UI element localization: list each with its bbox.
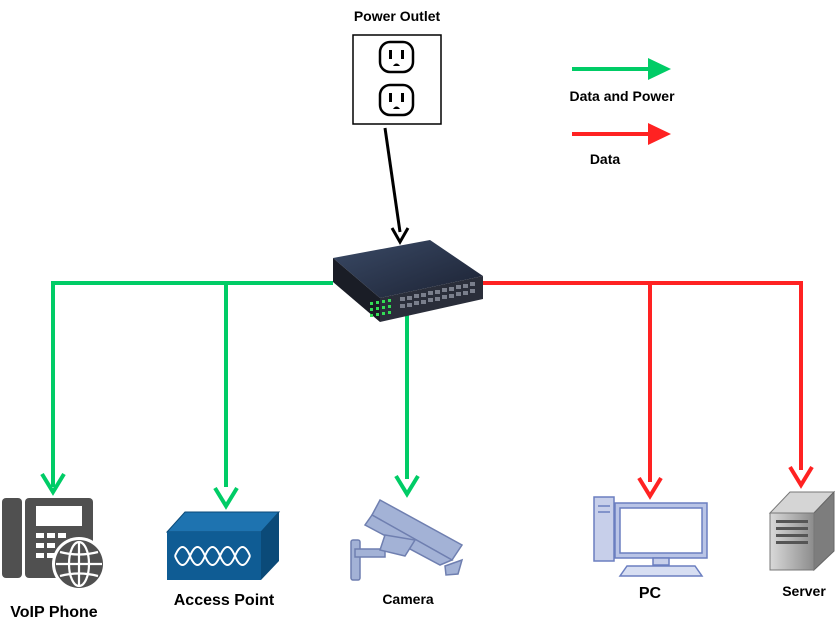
power-cable xyxy=(383,127,410,246)
legend-data-and-power-label: Data and Power xyxy=(569,88,675,104)
outlet-socket-bottom xyxy=(378,83,415,117)
arrow-to-voip xyxy=(40,472,66,496)
arrow-to-access-point xyxy=(213,486,239,510)
server-icon xyxy=(768,490,836,572)
arrow-to-pc xyxy=(637,476,663,500)
green-links xyxy=(51,281,409,487)
power-outlet-icon xyxy=(352,34,442,125)
green-arrowheads xyxy=(40,472,420,510)
camera-icon xyxy=(350,498,464,581)
device-label-camera: Camera xyxy=(382,591,434,607)
red-links xyxy=(482,281,803,482)
red-arrowheads xyxy=(637,465,814,500)
device-label-voip: VoIP Phone xyxy=(10,604,98,621)
device-label-server: Server xyxy=(782,583,826,599)
legend-green-arrow xyxy=(572,58,671,80)
arrow-to-server xyxy=(788,465,814,489)
legend-data-label: Data xyxy=(590,151,621,167)
network-switch-icon xyxy=(333,240,483,322)
device-label-access-point: Access Point xyxy=(174,592,275,609)
legend: Data and Power Data xyxy=(569,58,675,167)
legend-red-arrow xyxy=(572,123,671,145)
voip-phone-icon xyxy=(2,498,106,591)
access-point-icon xyxy=(165,511,281,580)
outlet-socket-top xyxy=(378,40,415,74)
device-label-pc: PC xyxy=(639,585,662,602)
power-outlet-label: Power Outlet xyxy=(354,8,441,24)
arrow-to-camera xyxy=(394,474,420,498)
pc-icon xyxy=(593,496,708,577)
